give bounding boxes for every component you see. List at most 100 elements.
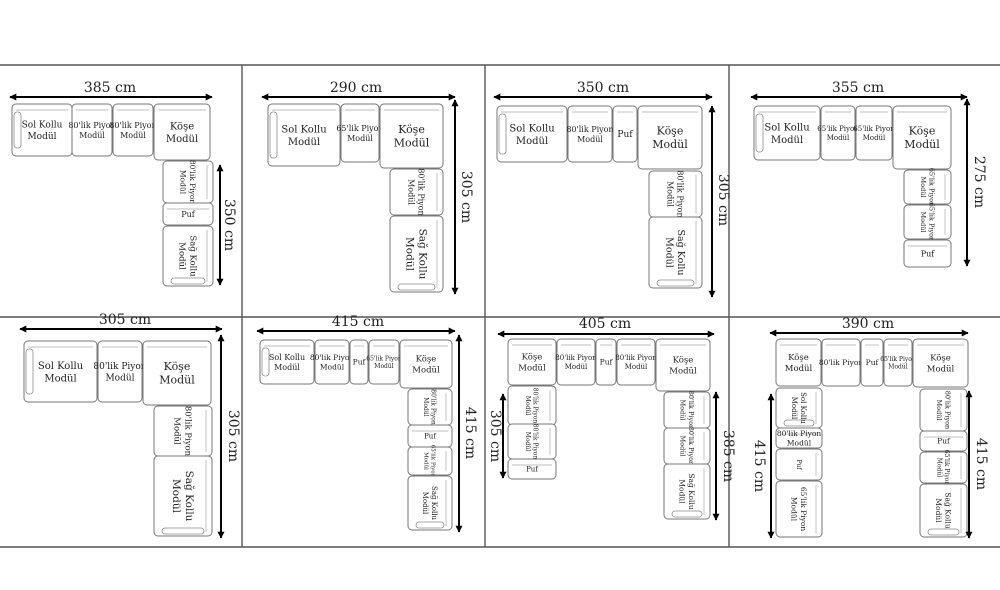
p6-dimension-right-label: 415 cm xyxy=(462,407,478,459)
p8-module-7-label: 65'lik PiyonModül xyxy=(936,450,951,486)
p7-module-1-box xyxy=(556,338,596,386)
p1-module-5: Puf xyxy=(162,202,214,226)
p5-module-2-box xyxy=(142,340,212,406)
p4-dimension-top: 355 cm xyxy=(750,80,968,101)
p6-module-2-label: Puf xyxy=(353,358,367,367)
p8-module-2: Puf xyxy=(860,338,884,387)
p6-module-0-box xyxy=(259,339,315,385)
p2-module-0-armrest xyxy=(269,111,278,159)
p3-module-4: 80'lik PiyonModül xyxy=(648,170,703,218)
p4-module-1-box xyxy=(820,105,856,161)
p8-module-11: 65'lik PiyonModül xyxy=(775,480,823,538)
p2-module-4: Sağ KolluModül xyxy=(389,215,444,293)
p4-module-4-label: 65'lik PiyonModül xyxy=(919,168,935,206)
p1-module-5-label: Puf xyxy=(181,210,196,219)
p1-module-6-armrest xyxy=(170,277,206,285)
p8-module-6-label: Puf xyxy=(937,437,951,446)
p6-module-2-box xyxy=(349,339,369,385)
p5-dimension-right: 305 cm xyxy=(217,334,241,539)
p4-module-6: Puf xyxy=(903,239,952,268)
p6-dimension-top-label: 415 cm xyxy=(332,314,384,330)
p7-module-7: Puf xyxy=(507,458,557,480)
p4-dimension-right-label: 275 cm xyxy=(971,156,987,208)
p8-module-6: Puf xyxy=(919,430,968,452)
p7-module-3-box xyxy=(616,338,656,386)
p5-module-4-armrest xyxy=(161,527,205,535)
p3-dimension-top-label: 350 cm xyxy=(577,80,629,96)
p2-module-3-label: 80'lik PiyonModül xyxy=(407,168,426,215)
p3-module-0-box xyxy=(496,105,568,163)
p6-module-5-label: 80'lik PiyonModül xyxy=(422,389,437,425)
p5-dimension-top-label: 305 cm xyxy=(99,312,151,328)
p6-module-7-box xyxy=(407,446,453,476)
p1-module-6-label: Sağ KolluModül xyxy=(177,235,199,277)
p3-module-1-box xyxy=(567,105,613,163)
p4-module-2-box xyxy=(855,105,893,161)
p3-module-4-label: 80'lik PiyonModül xyxy=(666,170,685,217)
p7-module-9-label: 80'lik PiyonModül xyxy=(679,427,695,465)
p7-module-10-box xyxy=(663,463,711,520)
p3-dimension-right: 305 cm xyxy=(708,105,731,298)
p8-module-10: Puf xyxy=(775,448,823,481)
p5-module-4-label: Sağ KolluModül xyxy=(170,471,196,522)
p4-module-3-box xyxy=(892,105,952,170)
p6-module-7-label: 65'lik PiyonModül xyxy=(423,445,436,478)
p3-module-5-armrest xyxy=(656,279,695,287)
p7-module-7-box xyxy=(507,458,557,480)
p1-dimension-right-label: 350 cm xyxy=(221,199,237,251)
p6-module-6: Puf xyxy=(407,424,453,448)
p8-dimension-left: 415 cm xyxy=(751,393,775,539)
p2-dimension-top-label: 290 cm xyxy=(330,80,382,96)
p6-dimension-right: 415 cm xyxy=(455,334,478,533)
p5-dimension-right-label: 305 cm xyxy=(225,410,241,462)
p6-module-7: 65'lik PiyonModül xyxy=(407,445,453,478)
p4-module-0-armrest xyxy=(755,113,764,153)
p6-module-5: 80'lik PiyonModül xyxy=(407,388,453,426)
p3-module-2-box xyxy=(612,105,638,163)
p6-module-8-armrest xyxy=(415,521,445,529)
p8-dimension-right-label: 415 cm xyxy=(973,438,989,490)
p4-module-0-box xyxy=(753,105,821,161)
p7-module-10-armrest xyxy=(671,510,703,518)
p8-module-9-box xyxy=(775,427,823,449)
p8-dimension-top: 390 cm xyxy=(769,316,969,337)
p7-dimension-left: 305 cm xyxy=(487,393,507,479)
p4-module-6-box xyxy=(903,239,952,268)
p6-module-8-box xyxy=(407,475,453,531)
p2-module-4-armrest xyxy=(397,283,436,291)
p3-module-5: Sağ KolluModül xyxy=(648,216,703,289)
p8-module-11-box xyxy=(775,480,823,538)
p1-module-3-box xyxy=(153,103,211,161)
p7-module-2-box xyxy=(595,338,617,386)
p7-module-0-box xyxy=(507,338,557,386)
p7-module-6: 80'lik PiyonModül xyxy=(507,423,557,460)
p4-module-5-label: 65'lik PiyonModül xyxy=(919,203,935,241)
p4-module-5: 65'lik PiyonModül xyxy=(903,203,952,241)
p8-module-8-armrest xyxy=(783,419,815,427)
